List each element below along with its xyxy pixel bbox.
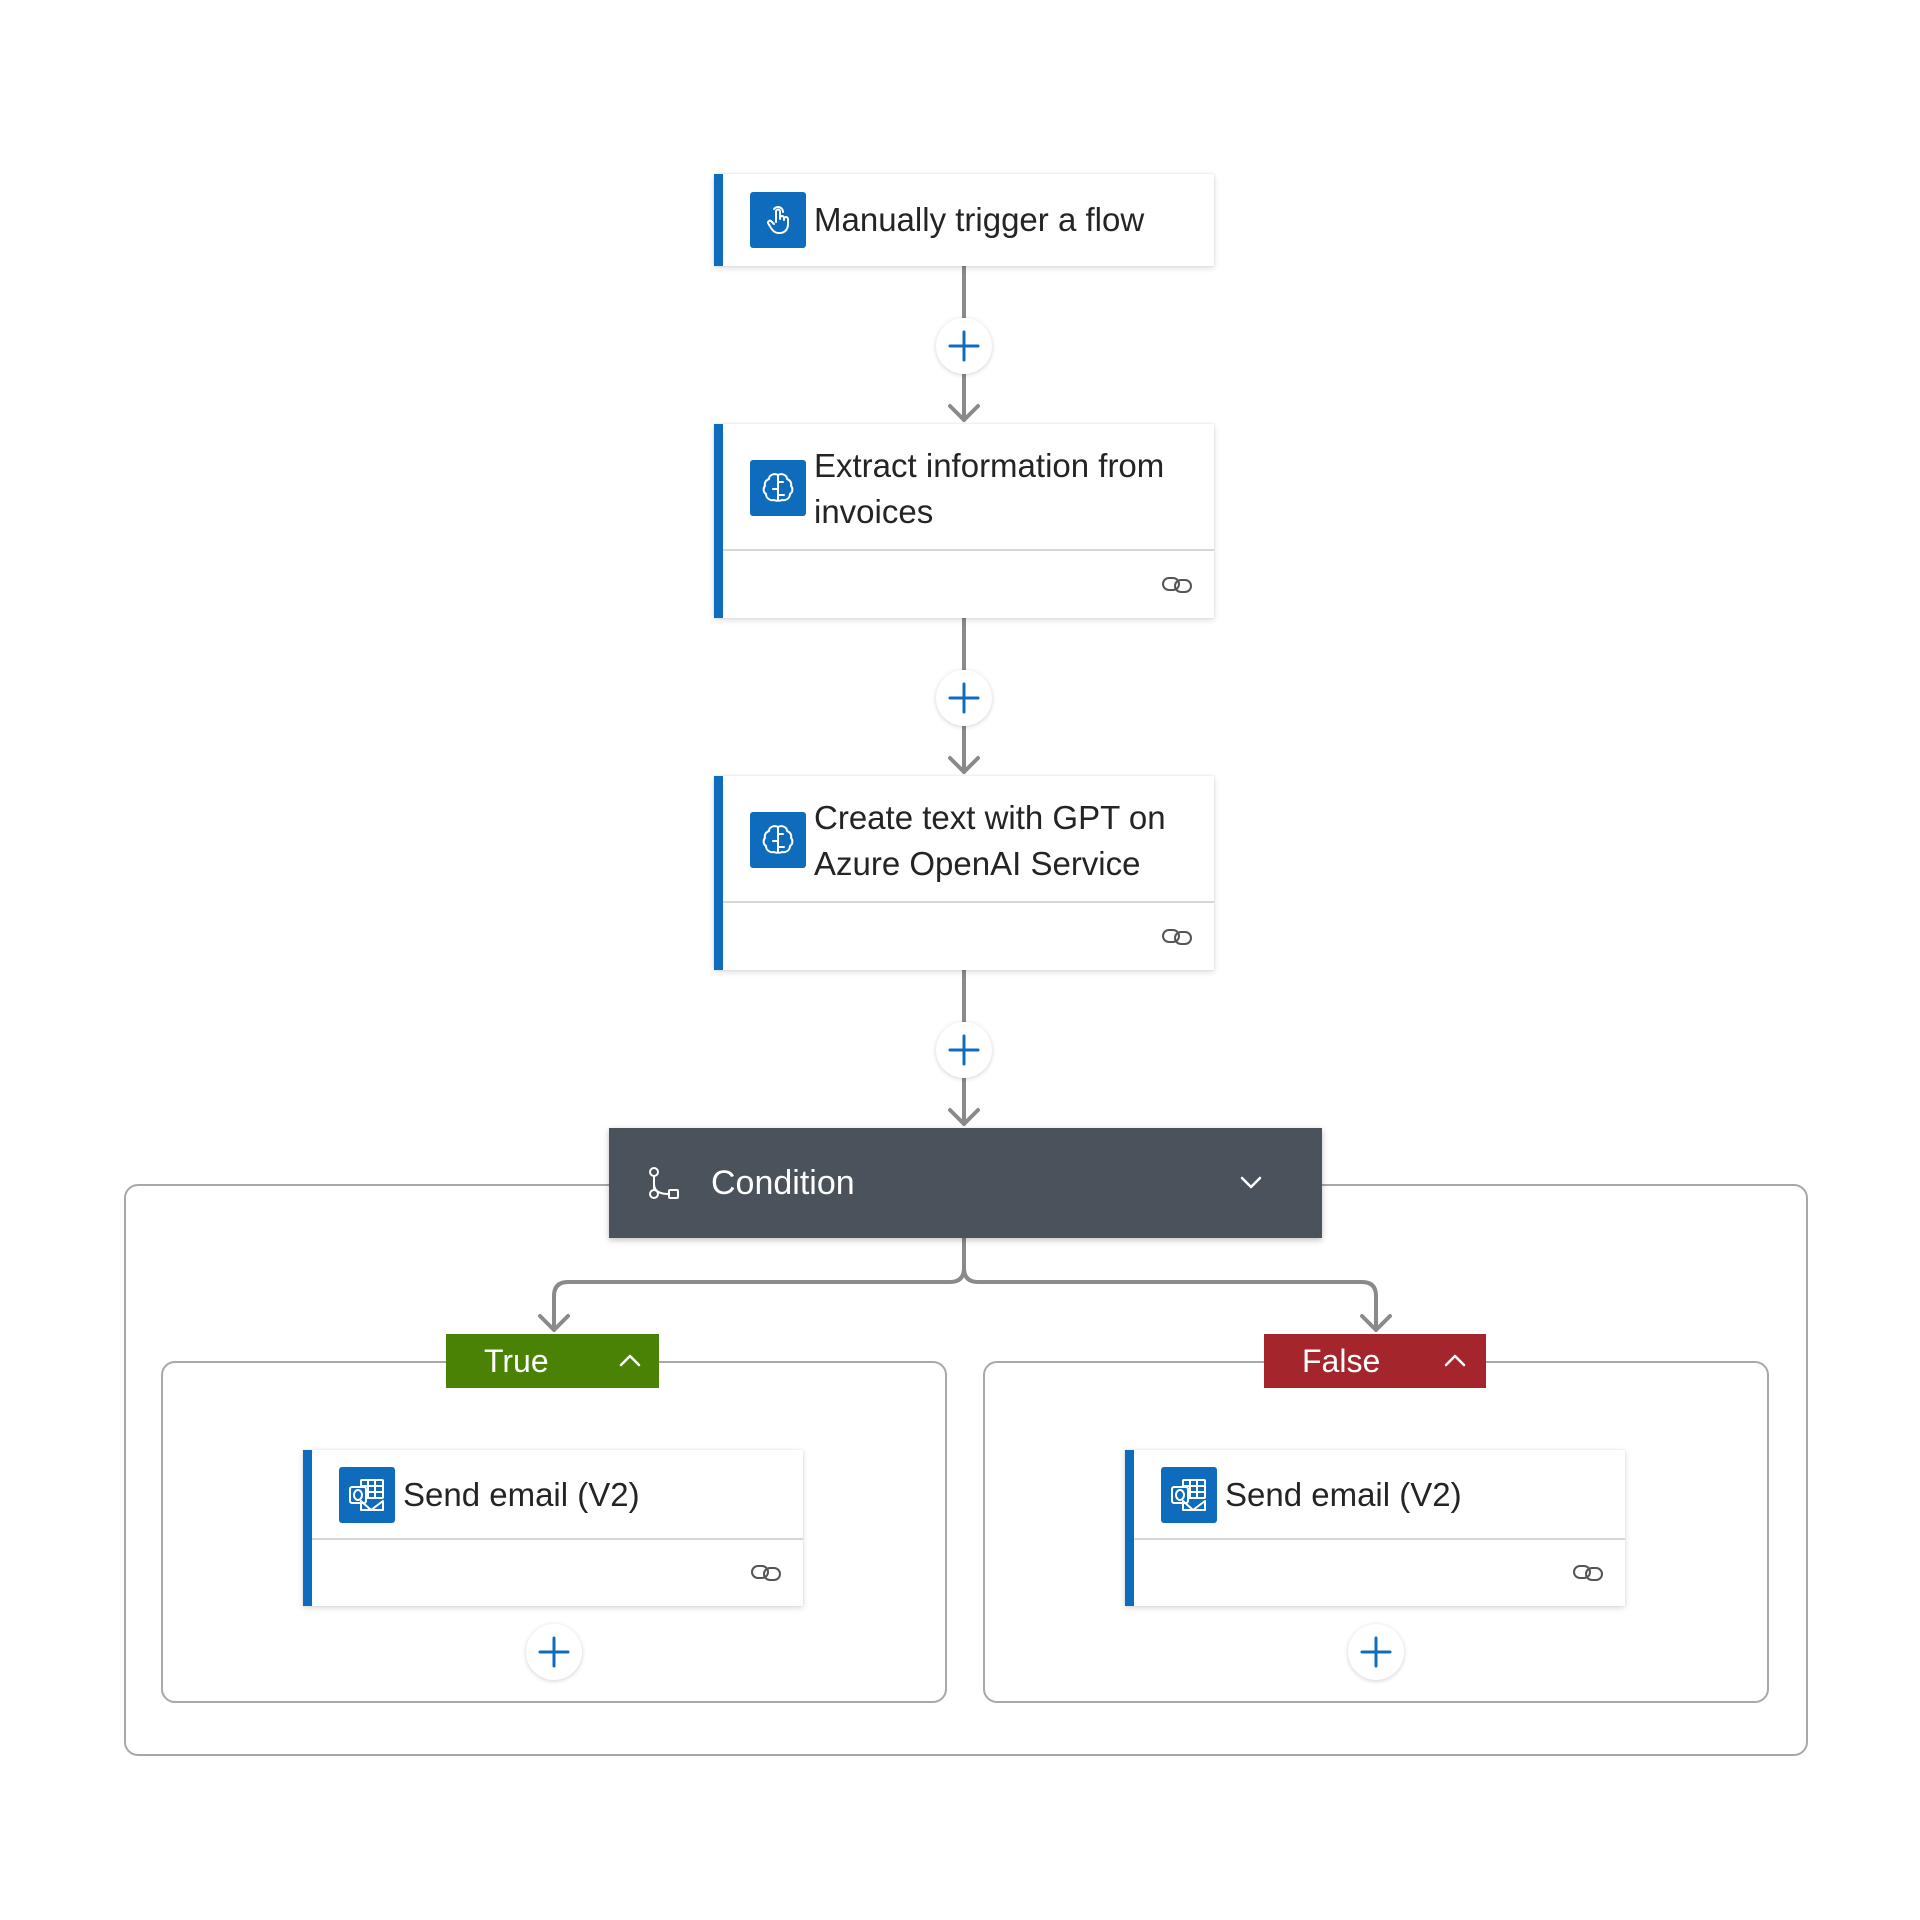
plus-icon <box>1360 1636 1392 1668</box>
step-title-line1: Extract information from <box>814 447 1165 484</box>
action-title: Send email (V2) <box>403 1476 640 1513</box>
chevron-up-icon <box>619 1354 641 1367</box>
add-false-action-button[interactable] <box>1348 1624 1404 1680</box>
trigger-title: Manually trigger a flow <box>814 201 1145 238</box>
condition-title: Condition <box>711 1164 855 1202</box>
plus-icon <box>948 1034 980 1066</box>
link-icon <box>751 1565 781 1581</box>
false-send-email-card[interactable]: Send email (V2) <box>1125 1450 1625 1606</box>
branch-label-text: False <box>1302 1343 1381 1379</box>
step-title-line2: invoices <box>814 493 934 530</box>
condition-header[interactable]: Condition <box>609 1128 1322 1238</box>
add-step-button[interactable] <box>936 318 992 374</box>
plus-icon <box>538 1636 570 1668</box>
ai-brain-icon <box>750 812 806 868</box>
trigger-card[interactable]: Manually trigger a flow <box>714 174 1214 266</box>
true-branch-label[interactable]: True <box>446 1334 659 1388</box>
outlook-icon <box>1161 1467 1217 1523</box>
step-title-line1: Create text with GPT on <box>814 799 1166 836</box>
card-divider <box>723 901 1214 903</box>
extract-invoices-card[interactable]: Extract information from invoices <box>714 424 1214 618</box>
add-true-action-button[interactable] <box>526 1624 582 1680</box>
gpt-openai-card[interactable]: Create text with GPT on Azure OpenAI Ser… <box>714 776 1214 970</box>
plus-icon <box>948 682 980 714</box>
outlook-icon <box>339 1467 395 1523</box>
branch-icon <box>649 1167 679 1199</box>
step-title-line2: Azure OpenAI Service <box>814 845 1141 882</box>
add-step-button[interactable] <box>936 1022 992 1078</box>
branch-label-text: True <box>484 1343 549 1379</box>
link-icon <box>1162 577 1192 593</box>
card-divider <box>723 549 1214 551</box>
link-icon <box>1573 1565 1603 1581</box>
ai-brain-icon <box>750 460 806 516</box>
chevron-up-icon <box>1444 1354 1466 1367</box>
card-divider <box>1134 1538 1625 1540</box>
card-divider <box>312 1538 803 1540</box>
touch-hand-icon <box>750 192 806 248</box>
add-step-button[interactable] <box>936 670 992 726</box>
true-send-email-card[interactable]: Send email (V2) <box>303 1450 803 1606</box>
chevron-down-icon[interactable] <box>1237 1169 1265 1197</box>
plus-icon <box>948 330 980 362</box>
action-title: Send email (V2) <box>1225 1476 1462 1513</box>
false-branch-label[interactable]: False <box>1264 1334 1486 1388</box>
link-icon <box>1162 929 1192 945</box>
